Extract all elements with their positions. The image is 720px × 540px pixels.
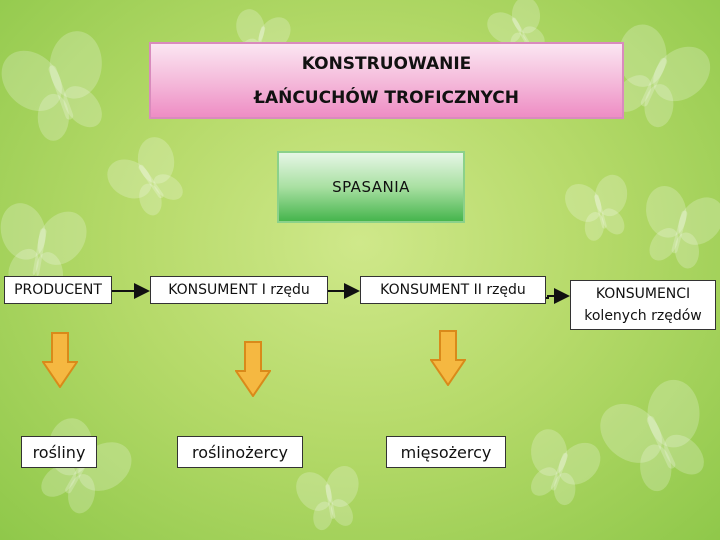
- title-line-2: ŁAŃCUCHÓW TROFICZNYCH: [254, 87, 519, 108]
- chain-box-consumer-1: KONSUMENT I rzędu: [150, 276, 328, 304]
- chain-box-higher-consumers: KONSUMENCI kolenych rzędów: [570, 280, 716, 330]
- down-arrow-icon: [430, 330, 466, 386]
- example-label-consumer-2: mięsożercy: [400, 442, 492, 462]
- chain-box-producer: PRODUCENT: [4, 276, 112, 304]
- title-box: KONSTRUOWANIE ŁAŃCUCHÓW TROFICZNYCH: [149, 42, 624, 119]
- example-box-producer: rośliny: [21, 436, 97, 468]
- subtitle-text: SPASANIA: [332, 178, 410, 196]
- example-label-producer: rośliny: [32, 442, 86, 462]
- chain-label-consumer-2: KONSUMENT II rzędu: [380, 282, 526, 298]
- title-line-1: KONSTRUOWANIE: [301, 53, 472, 74]
- subtitle-box: SPASANIA: [277, 151, 465, 223]
- down-arrow-icon: [235, 341, 271, 397]
- chain-label-higher-consumers: KONSUMENCI kolenych rzędów: [584, 286, 702, 324]
- example-box-consumer-2: mięsożercy: [386, 436, 506, 468]
- chain-label-producer: PRODUCENT: [14, 282, 102, 298]
- chain-label-consumer-1: KONSUMENT I rzędu: [168, 282, 310, 298]
- chain-box-consumer-2: KONSUMENT II rzędu: [360, 276, 546, 304]
- example-box-consumer-1: roślinożercy: [177, 436, 303, 468]
- down-arrow-icon: [42, 332, 78, 388]
- example-label-consumer-1: roślinożercy: [192, 442, 288, 462]
